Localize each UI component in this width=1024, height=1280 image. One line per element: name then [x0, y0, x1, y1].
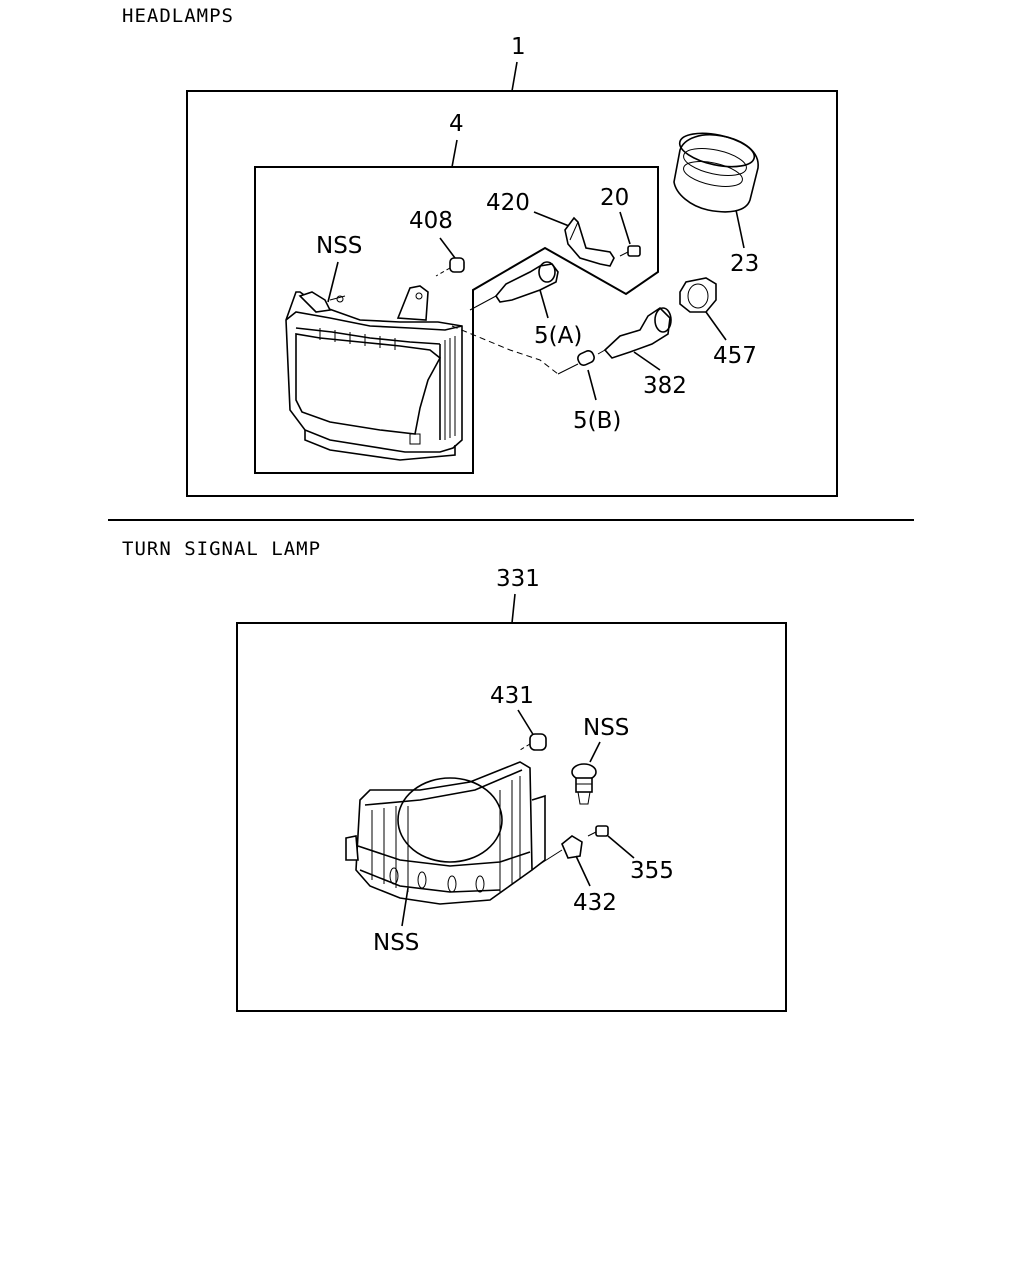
leader-4	[451, 139, 458, 168]
part-382-socket	[597, 306, 672, 359]
part-432-socket	[539, 835, 583, 865]
part-420-bracket	[564, 216, 615, 267]
leader-1	[511, 61, 518, 92]
part-355-screw	[587, 825, 609, 837]
callout-432: 432	[573, 890, 617, 916]
callout-nss-lens: NSS	[373, 930, 419, 956]
leader-408	[439, 237, 456, 259]
callout-23: 23	[730, 251, 759, 277]
leader-nss-headlamp	[327, 261, 339, 303]
callout-431: 431	[490, 683, 534, 709]
part-431-cap	[519, 733, 547, 751]
leader-331	[511, 593, 516, 624]
leader-432	[575, 855, 591, 887]
headlamp-assembly-frame	[186, 90, 838, 497]
turn-signal-assembly-frame	[236, 622, 787, 1012]
callout-nss-headlamp: NSS	[316, 233, 362, 259]
headlamps-title: HEADLAMPS	[122, 5, 234, 27]
callout-4: 4	[449, 111, 464, 137]
part-5b-bulb	[451, 325, 595, 375]
callout-355: 355	[630, 858, 674, 884]
callout-5a: 5(A)	[534, 323, 582, 349]
leader-5b	[587, 369, 597, 401]
turn-signal-lamp-body	[345, 761, 546, 905]
part-5a-bulb	[469, 261, 559, 311]
callout-420: 420	[486, 190, 530, 216]
leader-20	[619, 211, 631, 245]
part-20-screw	[619, 245, 641, 257]
callout-331: 331	[496, 566, 540, 592]
leader-nss-bulb	[589, 741, 601, 763]
callout-1: 1	[511, 34, 526, 60]
part-457-connector	[679, 277, 717, 313]
headlamp-unit-frame	[254, 166, 659, 474]
leader-5a	[539, 289, 549, 319]
callout-457: 457	[713, 343, 757, 369]
leader-431	[517, 709, 535, 737]
callout-408: 408	[409, 208, 453, 234]
part-nss-bulb	[571, 763, 597, 805]
leader-457	[705, 311, 727, 341]
callout-nss-bulb: NSS	[583, 715, 629, 741]
part-408-cap	[435, 257, 465, 277]
leader-355	[607, 835, 635, 859]
leader-nss-lens	[401, 887, 409, 927]
leader-420	[533, 211, 575, 229]
callout-5b: 5(B)	[573, 408, 621, 434]
leader-382	[633, 351, 661, 371]
leader-23	[735, 209, 745, 249]
part-23-cover-ring	[673, 132, 759, 213]
turn-signal-title: TURN SIGNAL LAMP	[122, 538, 321, 560]
callout-20: 20	[600, 185, 629, 211]
callout-382: 382	[643, 373, 687, 399]
headlamp-housing	[285, 285, 463, 461]
